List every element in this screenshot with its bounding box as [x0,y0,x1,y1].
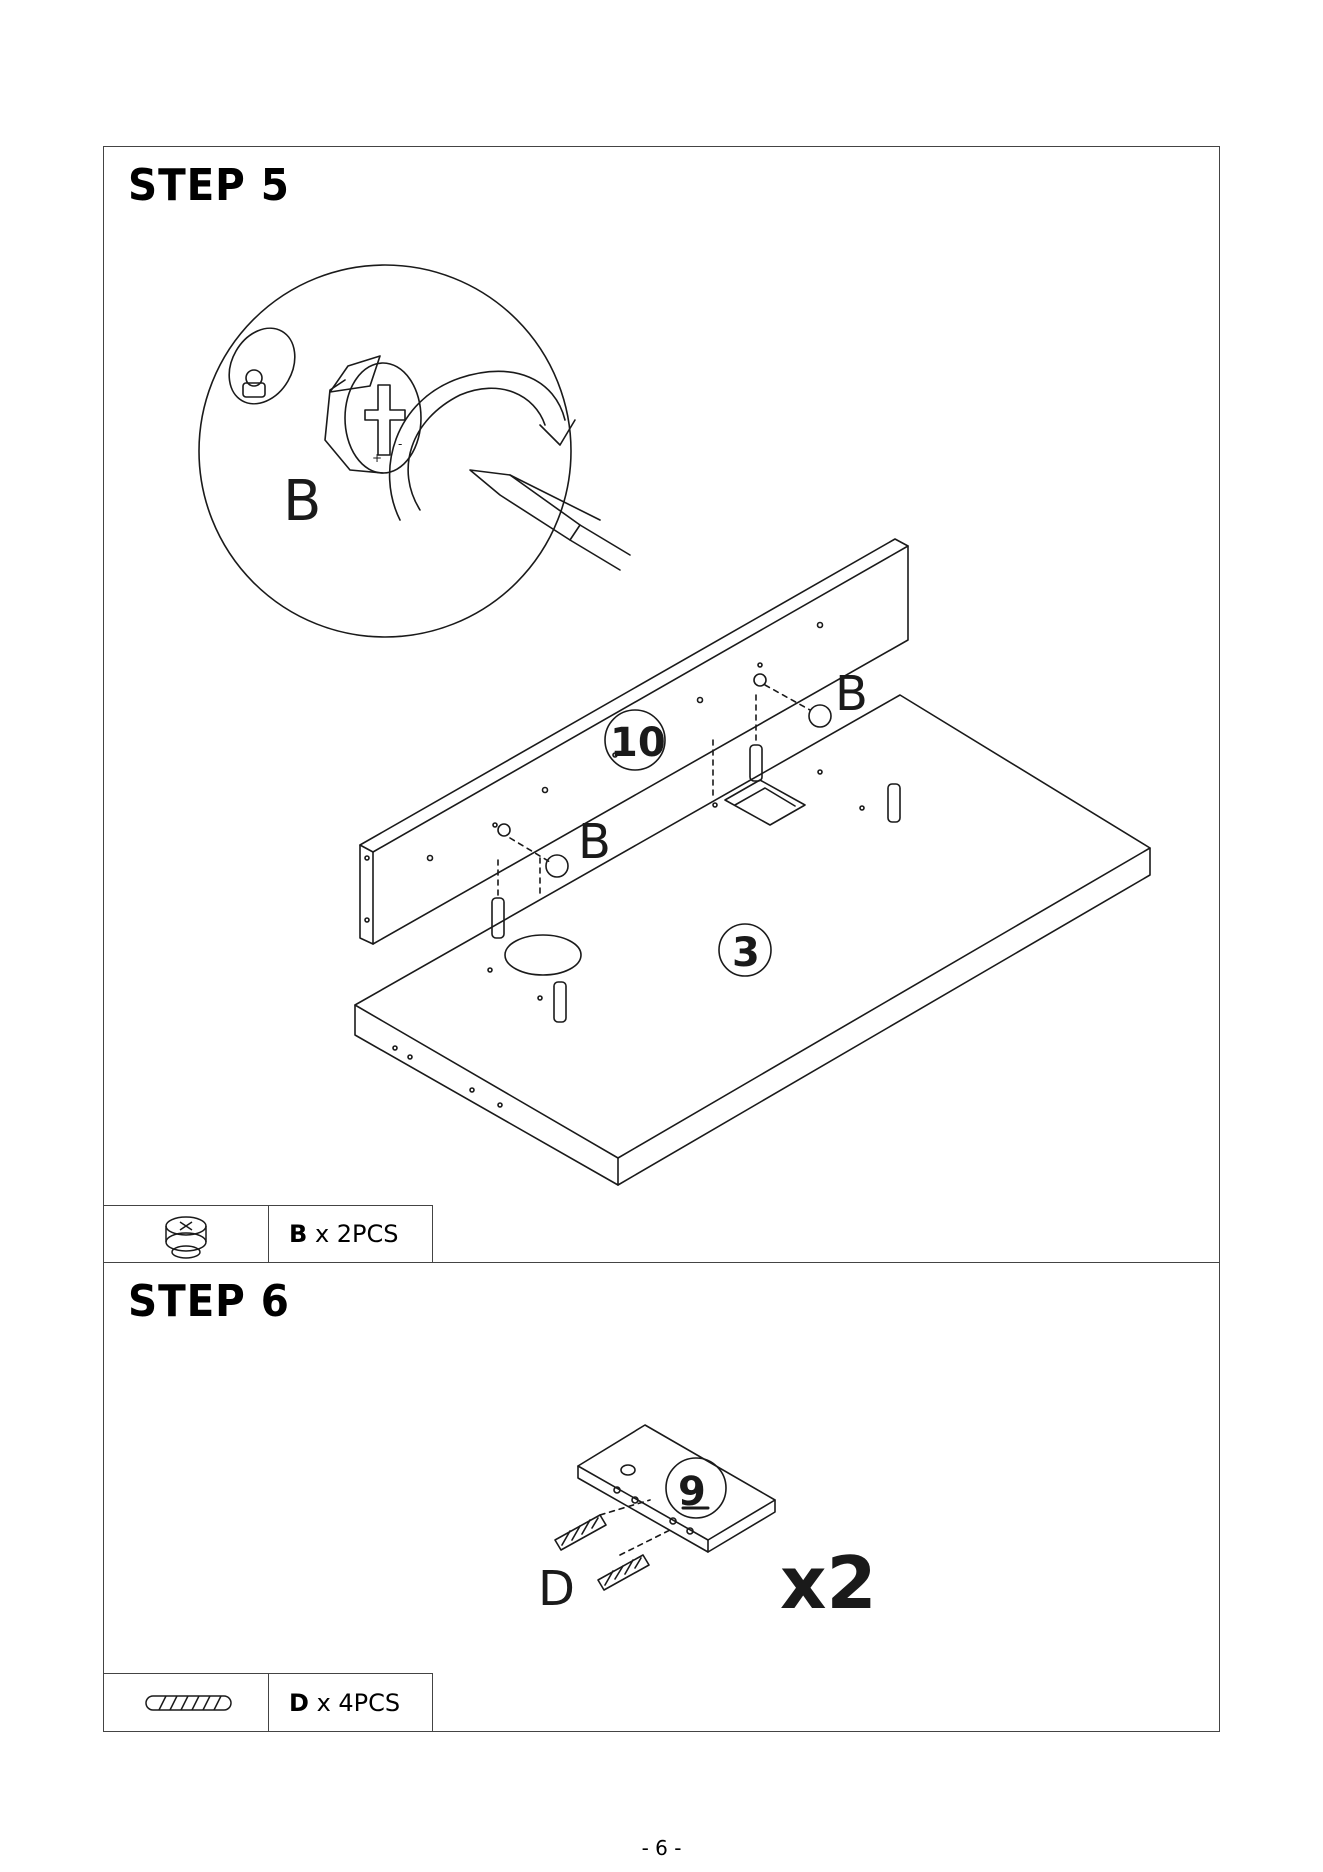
parts-qty: x 4PCS [317,1689,401,1717]
page-number: - 6 - [0,1836,1323,1860]
step-6-parts-label: D x 4PCS [289,1689,400,1717]
piece-9 [578,1425,775,1552]
multiplier-label: x2 [780,1541,877,1625]
wooden-dowel-icon [104,1674,269,1733]
step-6-parts-box: D x 4PCS [103,1673,433,1732]
parts-icon-cell [104,1674,269,1731]
dowel-label: D [538,1561,575,1617]
parts-letter: D [289,1689,309,1717]
piece-9-label: 9 [678,1469,706,1515]
